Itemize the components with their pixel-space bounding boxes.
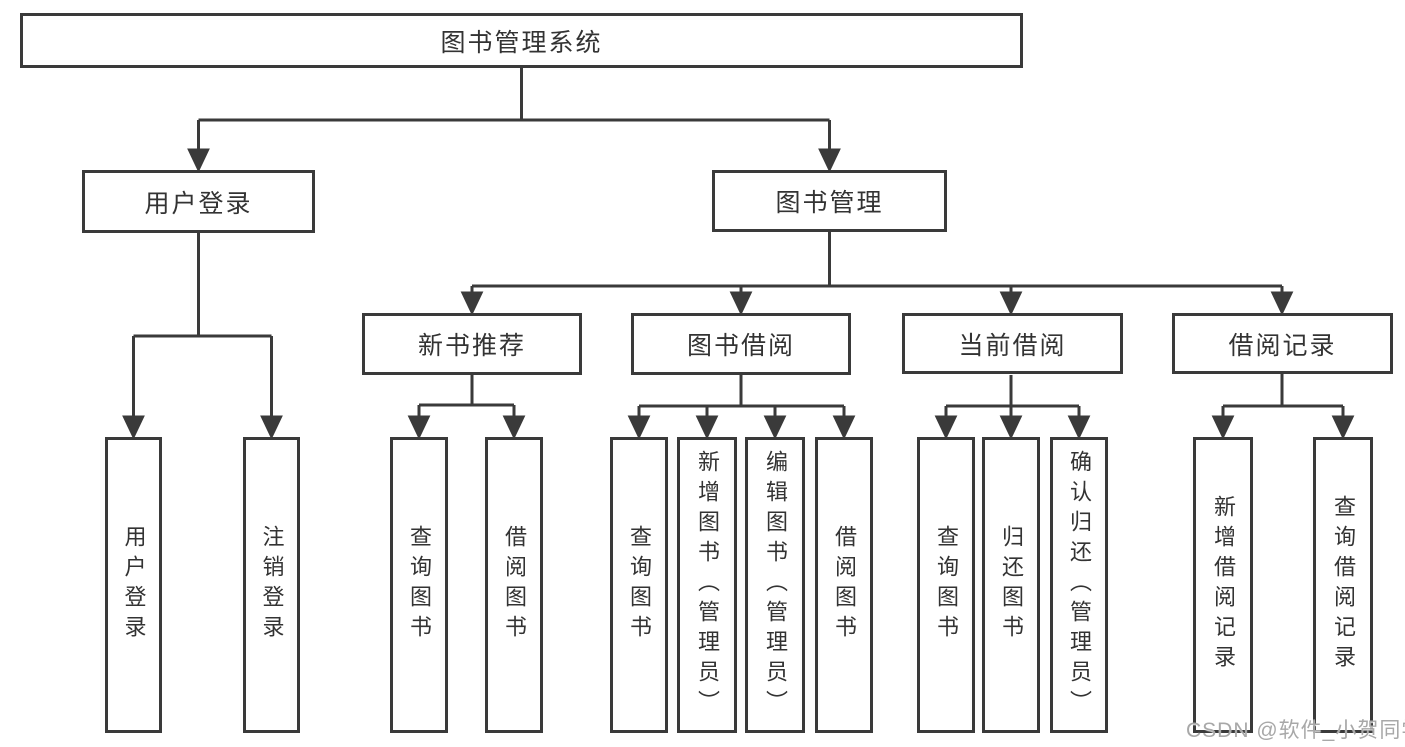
leaf-query-books-current-label: 查询图书 [934, 525, 959, 645]
connector-book-borrowing-to-leaves [627, 375, 856, 440]
arrowhead [818, 148, 841, 173]
arrowhead [999, 415, 1023, 440]
connector-new-book-recommendation-to-leaves [407, 375, 526, 440]
node-borrowing-records-label: 借阅记录 [1228, 331, 1337, 360]
leaf-edit-book-admin: 编辑图书（管理员） [745, 437, 805, 733]
leaf-query-books-recommend: 查询图书 [390, 437, 448, 733]
watermark: CSDN @软件_小贺同学 [1186, 719, 1405, 742]
node-book-management-label: 图书管理 [775, 189, 884, 217]
arrowhead [460, 291, 484, 316]
node-current-borrowing-label: 当前借阅 [958, 331, 1067, 360]
connector-borrowing-records-to-leaves [1211, 374, 1355, 440]
connector-book-management-to-groups [460, 232, 1294, 316]
node-new-book-recommendation: 新书推荐 [362, 313, 582, 375]
connector-current-borrowing-to-leaves [934, 375, 1091, 440]
leaf-confirm-return-admin-label: 确认归还（管理员） [1067, 450, 1092, 720]
leaf-query-borrow-record-label: 查询借阅记录 [1331, 495, 1356, 675]
node-new-book-recommendation-label: 新书推荐 [417, 332, 526, 360]
leaf-query-books-borrowing: 查询图书 [610, 437, 668, 733]
leaf-confirm-return-admin: 确认归还（管理员） [1050, 437, 1108, 733]
connector-user-login-to-leaves [122, 233, 283, 440]
leaf-query-books-current: 查询图书 [917, 437, 975, 733]
arrowhead [502, 415, 526, 440]
leaf-add-borrow-record: 新增借阅记录 [1193, 437, 1253, 733]
arrowhead [934, 415, 958, 440]
leaf-query-books-recommend-label: 查询图书 [407, 525, 432, 645]
node-book-borrowing: 图书借阅 [631, 313, 851, 375]
arrowhead [763, 415, 787, 440]
node-user-login-label: 用户登录 [144, 189, 253, 218]
leaf-edit-book-admin-label: 编辑图书（管理员） [763, 450, 788, 720]
arrowhead [260, 415, 283, 440]
arrowhead [187, 148, 210, 173]
arrowhead [1270, 291, 1294, 316]
node-current-borrowing: 当前借阅 [902, 313, 1123, 374]
arrowhead [729, 291, 753, 316]
leaf-add-book-admin: 新增图书（管理员） [677, 437, 737, 733]
leaf-user-login-label: 用户登录 [121, 525, 147, 645]
arrowhead [1067, 415, 1091, 440]
leaf-borrow-books-borrowing-label: 借阅图书 [832, 525, 857, 645]
arrowhead [695, 415, 719, 440]
node-borrowing-records: 借阅记录 [1172, 313, 1393, 374]
leaf-query-borrow-record: 查询借阅记录 [1313, 437, 1373, 733]
node-book-borrowing-label: 图书借阅 [686, 332, 795, 360]
arrowhead [999, 291, 1023, 316]
node-book-management: 图书管理 [712, 170, 947, 232]
leaf-borrow-books-recommend: 借阅图书 [485, 437, 543, 733]
leaf-return-books-label: 归还图书 [999, 525, 1024, 645]
leaf-add-borrow-record-label: 新增借阅记录 [1211, 495, 1236, 675]
node-root: 图书管理系统 [20, 13, 1023, 68]
node-user-login: 用户登录 [82, 170, 315, 233]
leaf-query-books-borrowing-label: 查询图书 [627, 525, 652, 645]
arrowhead [122, 415, 145, 440]
arrowhead [407, 415, 431, 440]
node-root-label: 图书管理系统 [440, 28, 603, 57]
arrowhead [627, 415, 651, 440]
arrowhead [1211, 415, 1235, 440]
leaf-borrow-books-recommend-label: 借阅图书 [502, 525, 527, 645]
leaf-add-book-admin-label: 新增图书（管理员） [695, 450, 720, 720]
leaf-user-login: 用户登录 [105, 437, 162, 733]
arrowhead [832, 415, 856, 440]
leaf-logout: 注销登录 [243, 437, 300, 733]
arrowhead [1331, 415, 1355, 440]
leaf-borrow-books-borrowing: 借阅图书 [815, 437, 873, 733]
leaf-return-books: 归还图书 [982, 437, 1040, 733]
connector-root-to-level2 [187, 68, 841, 173]
leaf-logout-label: 注销登录 [259, 525, 285, 645]
